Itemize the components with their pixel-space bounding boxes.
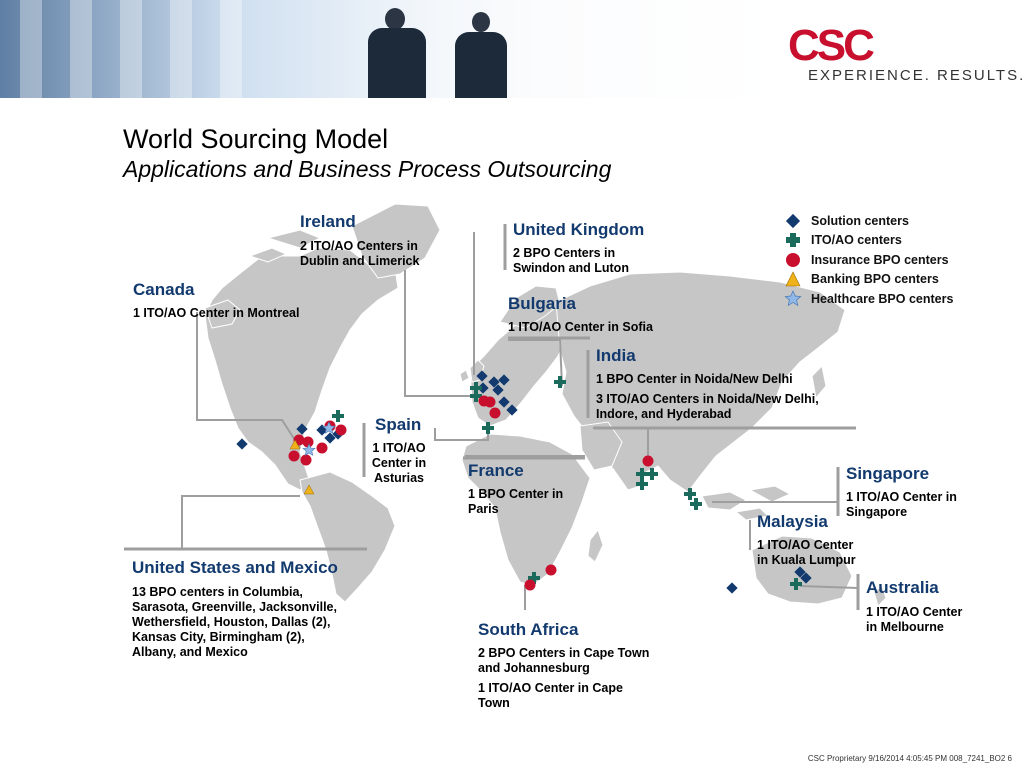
cross-icon [786, 233, 800, 248]
canada-heading: Canada [133, 280, 195, 299]
triangle-icon [785, 271, 801, 287]
circle-icon [786, 252, 800, 267]
uk-heading: United Kingdom [513, 220, 645, 239]
ireland-desc: 2 ITO/AO Centers in Dublin and Limerick [300, 239, 420, 268]
legend-insurance-bpo: Insurance BPO centers [784, 250, 953, 270]
tagline: EXPERIENCE. RESULTS. [808, 67, 1024, 84]
csc-logo: CSC [788, 21, 875, 70]
canada-desc: 1 ITO/AO Center in Montreal [133, 306, 300, 320]
bulgaria-desc: 1 ITO/AO Center in Sofia [508, 320, 653, 334]
australia-desc: 1 ITO/AO Center in Melbourne [866, 605, 963, 634]
world-map [124, 203, 887, 610]
banner-photo [0, 0, 780, 98]
legend-healthcare-bpo: Healthcare BPO centers [784, 289, 953, 309]
footer-proprietary: CSC Proprietary 9/16/2014 4:05:45 PM 008… [807, 754, 1012, 763]
india-heading: India [596, 346, 636, 365]
logo-mark: CSC [788, 21, 875, 70]
page-subtitle: Applications and Business Process Outsou… [123, 156, 612, 182]
india-desc: 1 BPO Center in Noida/New Delhi 3 ITO/AO… [596, 372, 819, 421]
spain-heading: Spain [375, 415, 422, 434]
south-africa-heading: South Africa [478, 620, 579, 639]
diamond-icon [785, 213, 801, 228]
france-desc: 1 BPO Center in Paris [468, 487, 564, 516]
singapore-desc: 1 ITO/AO Center in Singapore [846, 490, 957, 519]
uk-desc: 2 BPO Centers in Swindon and Luton [513, 246, 629, 275]
usa-heading: United States and Mexico [132, 558, 338, 577]
page-title: World Sourcing Model [123, 124, 389, 154]
france-heading: France [468, 461, 524, 480]
legend-ito-ao-centers: ITO/AO centers [784, 231, 953, 251]
header-banner: CSC EXPERIENCE. RESULTS. [0, 0, 1024, 98]
spain-desc: 1 ITO/AO Center in Asturias [371, 441, 427, 485]
legend-banking-bpo: Banking BPO centers [784, 270, 953, 290]
south-africa-desc: 2 BPO Centers in Cape Town and Johannesb… [478, 646, 650, 710]
bulgaria-heading: Bulgaria [508, 294, 577, 313]
malaysia-heading: Malaysia [757, 512, 828, 531]
australia-heading: Australia [866, 578, 939, 597]
usa-desc: 13 BPO centers in Columbia, Sarasota, Gr… [132, 585, 337, 659]
ireland-heading: Ireland [300, 212, 356, 231]
legend-solution-centers: Solution centers [784, 211, 953, 231]
malaysia-desc: 1 ITO/AO Center in Kuala Lumpur [757, 538, 856, 567]
singapore-heading: Singapore [846, 464, 930, 483]
star-icon [784, 289, 802, 306]
legend: Solution centers ITO/AO centers Insuranc… [784, 211, 953, 309]
